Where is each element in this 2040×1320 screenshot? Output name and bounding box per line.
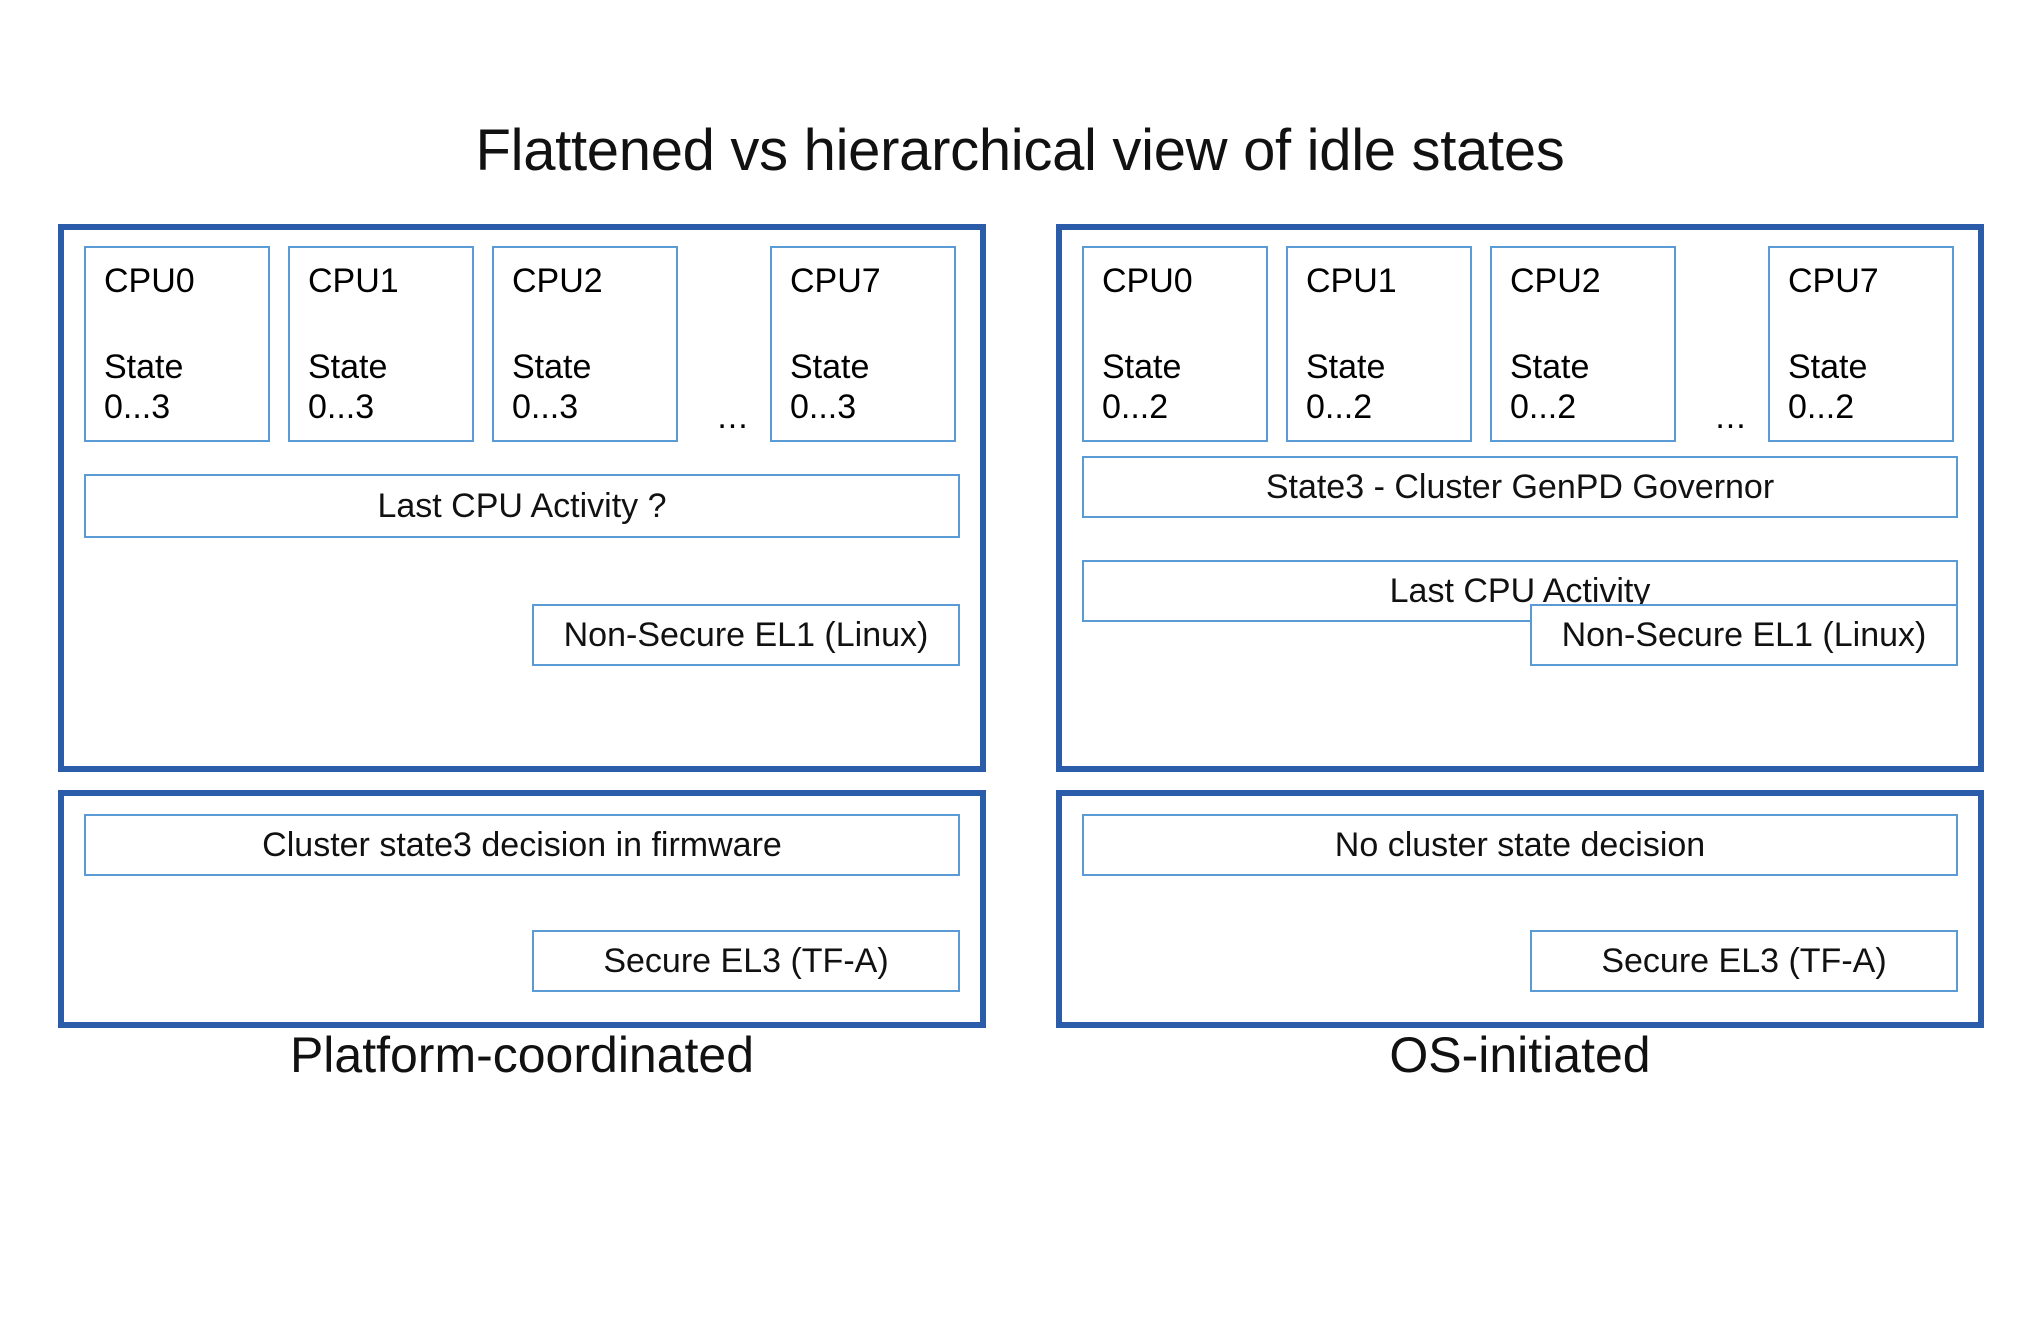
cpu-state-text: State [1788, 348, 1868, 386]
cpu-state-range: 0...3 [308, 387, 375, 426]
cpu-state-text: State [790, 348, 870, 386]
last-cpu-activity-bar[interactable]: Last CPU Activity [1082, 560, 1958, 622]
cluster-decision-bar[interactable]: No cluster state decision [1082, 814, 1958, 876]
cpu-label: CPU2 [1510, 262, 1601, 300]
cpu-label: CPU7 [790, 262, 881, 300]
cpu-row-ellipsis: ... [717, 398, 749, 436]
left-column-caption: Platform-coordinated [289, 1027, 755, 1083]
cpu-state-text: State [1510, 348, 1590, 386]
right-column-caption: OS-initiated [1389, 1027, 1651, 1083]
cpu-state-range: 0...3 [790, 387, 857, 426]
cpu-label: CPU1 [308, 262, 399, 300]
non-secure-el1-badge: Non-Secure EL1 (Linux) [1530, 604, 1958, 666]
cpu-label: CPU7 [1788, 262, 1879, 300]
page-title: Flattened vs hierarchical view of idle s… [475, 118, 1565, 183]
right-firmware-panel: No cluster state decision Secure EL3 (TF… [1056, 790, 1984, 1028]
cpu-label: CPU0 [104, 262, 195, 300]
cpu-state-range: 0...2 [1788, 387, 1855, 426]
cpu-label: CPU0 [1102, 262, 1193, 300]
cpu-state-text: State [104, 348, 184, 386]
non-secure-el1-badge: Non-Secure EL1 (Linux) [532, 604, 960, 666]
secure-el3-badge: Secure EL3 (TF-A) [532, 930, 960, 992]
left-firmware-panel: Cluster state3 decision in firmware Secu… [58, 790, 986, 1028]
secure-el3-badge: Secure EL3 (TF-A) [1530, 930, 1958, 992]
cpu-state-range: 0...3 [512, 387, 579, 426]
cpu-state-text: State [308, 348, 388, 386]
cluster-decision-bar[interactable]: Cluster state3 decision in firmware [84, 814, 960, 876]
cpu-label: CPU1 [1306, 262, 1397, 300]
cpu-state-text: State [512, 348, 592, 386]
cpu-state-text: State [1102, 348, 1182, 386]
cpu-state-range: 0...2 [1510, 387, 1577, 426]
cpu-state-range: 0...2 [1102, 387, 1169, 426]
last-cpu-activity-bar[interactable]: Last CPU Activity ? [84, 474, 960, 538]
cpu-state-range: 0...2 [1306, 387, 1373, 426]
cpu-label: CPU2 [512, 262, 603, 300]
cluster-genpd-governor-bar[interactable]: State3 - Cluster GenPD Governor [1082, 456, 1958, 518]
cpu-state-text: State [1306, 348, 1386, 386]
cpu-row-ellipsis: ... [1715, 398, 1747, 436]
cpu-state-range: 0...3 [104, 387, 171, 426]
